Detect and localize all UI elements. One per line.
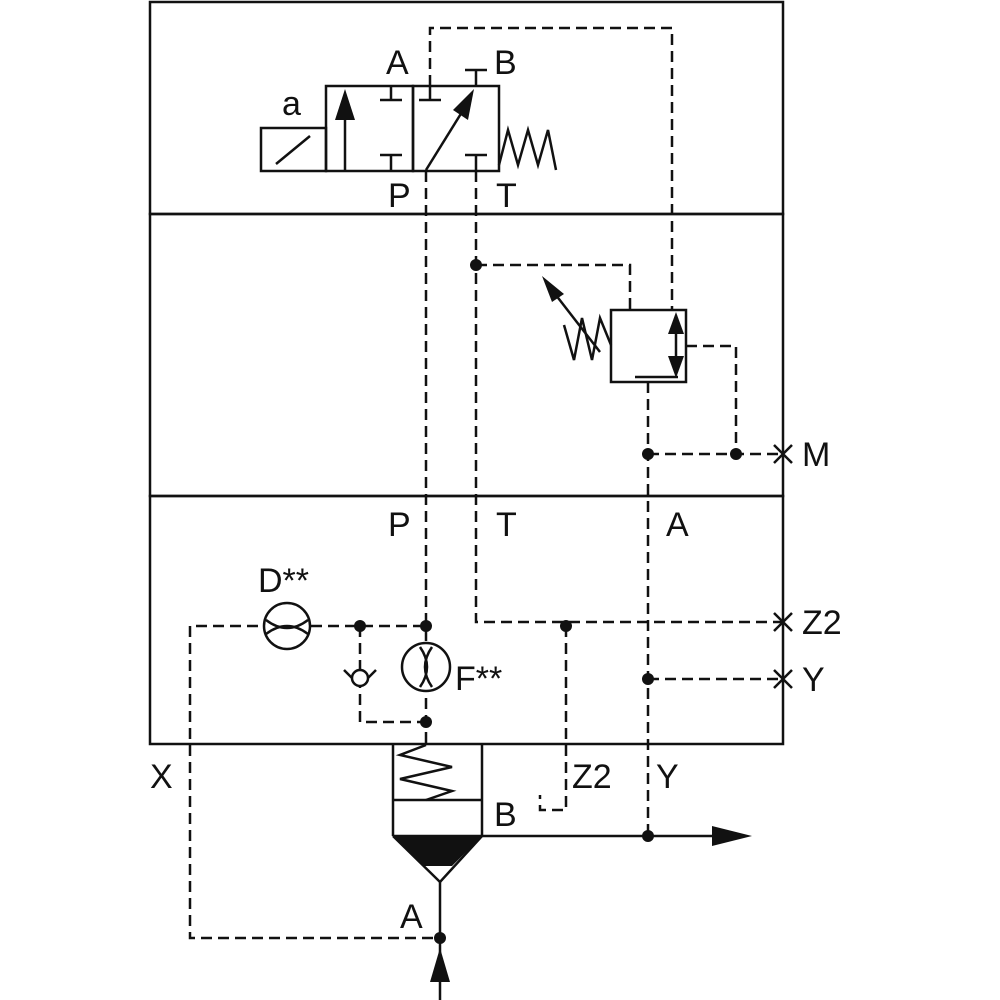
solenoid-diagonal: [275, 135, 311, 165]
reducer-feedback: [686, 344, 738, 454]
cartridge-b-label: B: [494, 796, 517, 834]
junction-dot: [470, 259, 482, 271]
junction-dot: [642, 830, 654, 842]
junction-dot: [642, 673, 654, 685]
port-y-label: Y: [802, 661, 825, 699]
port-a-inlet-arrow: [430, 948, 450, 982]
right-port-b-stub: [465, 68, 487, 86]
orifice-f-symbol: [418, 646, 434, 688]
junction-dot: [420, 620, 432, 632]
right-port-a-block: [419, 86, 441, 102]
right-flow-arrowhead: [453, 89, 474, 120]
line-x-label: X: [150, 758, 173, 796]
reducer-arrowhead-up: [668, 312, 684, 334]
mid-t-label: T: [496, 506, 517, 544]
spring-adjust-arrowhead: [542, 276, 564, 302]
valve-port-b-label: B: [494, 44, 517, 82]
port-z2-drain-line: [538, 626, 568, 812]
port-z2-label: Z2: [802, 604, 842, 642]
cartridge-valve: B A: [391, 743, 752, 1000]
valve-port-a-label: A: [386, 44, 409, 82]
junction-dots: [354, 259, 742, 944]
pilot-line-t: [474, 171, 783, 624]
reducer-spring-drain: [476, 263, 632, 310]
reducer-adjustable-spring: [562, 313, 613, 361]
solenoid-label: a: [282, 85, 301, 123]
port-y-cross: [773, 669, 793, 689]
pilot-line-x: [188, 624, 440, 940]
cartridge-a-label: A: [400, 898, 423, 936]
valve-return-spring: [497, 125, 558, 171]
port-b-outlet-arrow: [712, 826, 752, 846]
housing-blocks: [148, 0, 785, 746]
junction-dot: [730, 448, 742, 460]
pilot-lines: [188, 26, 783, 940]
line-z2-label: Z2: [572, 758, 612, 796]
check-valve-ball: [350, 668, 370, 688]
junction-dot: [560, 620, 572, 632]
junction-dot: [434, 932, 446, 944]
junction-dot: [642, 448, 654, 460]
valve-port-p-label: P: [388, 177, 411, 215]
port-z2-cross: [773, 612, 793, 632]
junction-dot: [354, 620, 366, 632]
cartridge-spring: [395, 743, 457, 802]
orifice-f-label: F**: [455, 660, 502, 698]
line-y-label: Y: [656, 758, 679, 796]
pressure-reducing-valve: [542, 276, 688, 384]
control-cover-block: [148, 494, 785, 746]
left-flow-arrowhead: [335, 89, 355, 120]
valve-envelope-right: [411, 84, 501, 173]
pilot-line-a-to-reducer: [428, 26, 674, 310]
reducer-body: [609, 308, 688, 384]
right-flow-diagonal: [424, 111, 464, 171]
cartridge-poppet: [393, 836, 482, 866]
orifice-d-symbol: [265, 618, 309, 636]
left-port-p-block: [380, 153, 402, 171]
orifices: D** F**: [258, 562, 502, 698]
reducer-arrowhead-down: [668, 356, 684, 378]
mid-p-label: P: [388, 506, 411, 544]
port-m-label: M: [802, 436, 830, 474]
valve-port-t-label: T: [496, 177, 517, 215]
external-ports: M Z2 Y: [773, 436, 842, 699]
spring-adjust-arrow: [551, 289, 601, 353]
junction-dot: [420, 716, 432, 728]
orifice-d-label: D**: [258, 562, 309, 600]
mid-a-label: A: [666, 506, 689, 544]
right-port-t-block: [465, 153, 487, 171]
left-port-a-block: [380, 86, 402, 102]
check-valve-bypass: [358, 626, 426, 724]
solenoid-directional-valve: a A B P T: [259, 44, 558, 215]
port-m-cross: [773, 444, 793, 464]
